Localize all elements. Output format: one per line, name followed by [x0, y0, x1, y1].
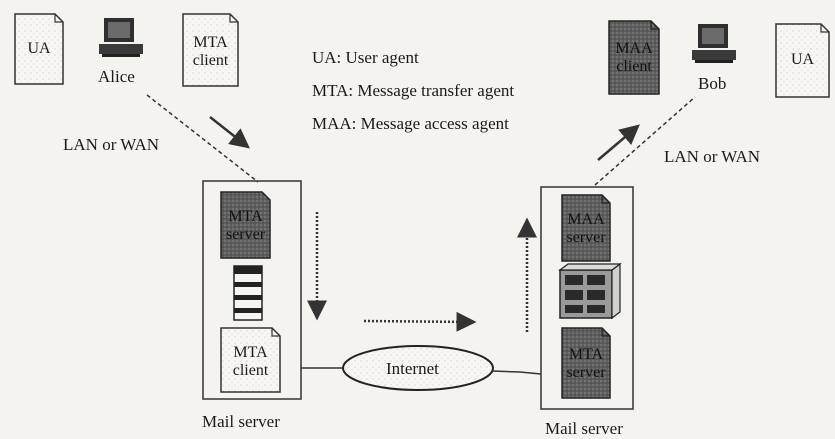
legend-ua: UA: User agent: [312, 48, 419, 67]
bob-computer-icon: [692, 24, 736, 63]
right-mta-server-label: MTA server: [562, 346, 610, 382]
internet-right-server-link: [491, 370, 542, 375]
right-server-caption: Mail server: [545, 419, 623, 438]
alice-to-server-arrow: [209, 116, 250, 149]
alice-mta-client-document: [182, 13, 239, 87]
alice-mta-client-label: MTA client: [183, 34, 238, 70]
left-mta-client-line-2: client: [232, 362, 269, 379]
left-lan-dashed-link: [146, 94, 259, 183]
right-maa-server-document: [561, 194, 611, 262]
left-mta-server-line-1: MTA: [228, 208, 263, 225]
left-server-caption: Mail server: [202, 412, 280, 431]
bob-maa-client-line-1: MAA: [615, 40, 653, 57]
alice-computer-icon: [99, 18, 143, 57]
bob-ua-label: UA: [790, 51, 815, 68]
internet-cloud: [342, 345, 494, 391]
alice-label: Alice: [98, 67, 135, 86]
alice-ua-label: UA: [27, 40, 51, 57]
right-mta-server-line-2: server: [566, 364, 606, 381]
alice-mta-client-line-2: client: [192, 52, 229, 69]
legend-mta: MTA: Message transfer agent: [312, 81, 515, 100]
server-to-bob-arrow: [597, 124, 640, 161]
left-mail-queue-icon: [233, 265, 263, 321]
left-mta-server-document: [220, 191, 271, 259]
bob-maa-client-line-2: client: [616, 58, 652, 75]
right-maa-server-label: MAA server: [562, 211, 610, 247]
left-mta-client-document: [220, 327, 281, 393]
left-mta-client-line-1: MTA: [233, 344, 268, 361]
right-mta-server-line-1: MTA: [568, 346, 604, 363]
left-link-label: LAN or WAN: [63, 135, 160, 154]
alice-ua-document: [14, 13, 64, 85]
left-mta-client-label: MTA client: [221, 344, 280, 380]
right-link-label: LAN or WAN: [664, 147, 761, 166]
right-maa-server-line-1: MAA: [567, 211, 605, 228]
right-mail-server-box: [540, 186, 634, 410]
left-mta-server-line-2: server: [225, 226, 266, 243]
right-maa-server-line-2: server: [566, 229, 606, 246]
bob-maa-client-document: [608, 20, 660, 95]
server-to-server-arrow: [363, 311, 477, 332]
left-mta-server-label: MTA server: [221, 208, 270, 244]
right-lan-dashed-link: [594, 96, 696, 186]
alice-mta-client-line-1: MTA: [193, 34, 228, 51]
left-mail-server-box: [202, 180, 302, 400]
bob-label: Bob: [698, 74, 727, 93]
bob-ua-document: [775, 23, 830, 98]
internet-label: Internet: [386, 359, 439, 378]
bob-maa-client-label: MAA client: [609, 40, 659, 76]
right-mailbox-icon: [558, 262, 622, 320]
legend-maa: MAA: Message access agent: [312, 114, 509, 133]
right-mta-server-document: [561, 327, 611, 399]
